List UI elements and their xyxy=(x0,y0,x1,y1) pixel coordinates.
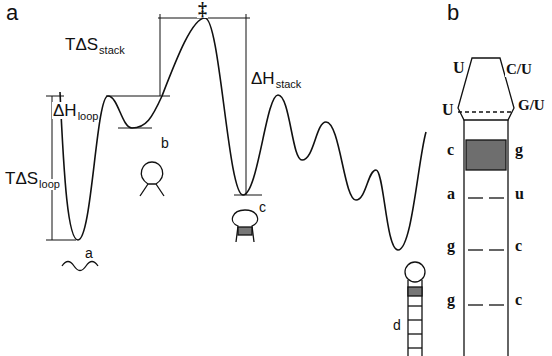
bracket xyxy=(118,128,152,129)
nucleated-hairpin xyxy=(232,210,257,242)
subscript: stack xyxy=(98,45,126,56)
stem-base: c xyxy=(446,142,455,158)
state-label: a xyxy=(84,246,94,260)
subscript: loop xyxy=(77,111,100,122)
panel-label: b xyxy=(446,2,460,24)
panel-label: a xyxy=(5,2,19,24)
bracket xyxy=(160,14,161,96)
hairpin-sequence xyxy=(458,58,514,356)
bracket xyxy=(46,240,76,241)
bracket xyxy=(246,14,247,195)
loop-base: U xyxy=(452,60,466,76)
state-label: b xyxy=(160,136,170,150)
loop-base: G/U xyxy=(517,98,546,113)
unfolded-strand xyxy=(62,262,98,271)
stem-base: g xyxy=(514,142,524,158)
energy-term: ΔH xyxy=(250,70,276,87)
energy-curve xyxy=(60,18,426,250)
energy-term: ΔH xyxy=(52,102,78,119)
loop-base: C/U xyxy=(505,62,533,77)
loop-intermediate xyxy=(140,162,164,196)
energy-term: TΔS xyxy=(64,36,99,53)
stem-base: c xyxy=(514,238,523,254)
transition-state-mark: ‡ xyxy=(197,0,208,18)
stem-base: c xyxy=(514,292,523,308)
subscript: loop xyxy=(38,179,61,190)
loop-base: U xyxy=(441,102,455,118)
subscript: stack xyxy=(275,79,303,90)
bracket xyxy=(46,96,64,97)
state-label: d xyxy=(392,318,402,332)
stem-base: u xyxy=(514,186,525,202)
folded-hairpin xyxy=(405,262,425,356)
stem-base: g xyxy=(446,292,456,308)
stem-base: g xyxy=(446,238,456,254)
state-label: c xyxy=(258,200,267,214)
bracket xyxy=(106,96,170,97)
energy-term: TΔS xyxy=(4,170,39,187)
stem-base: a xyxy=(446,186,456,202)
bracket xyxy=(234,195,262,196)
